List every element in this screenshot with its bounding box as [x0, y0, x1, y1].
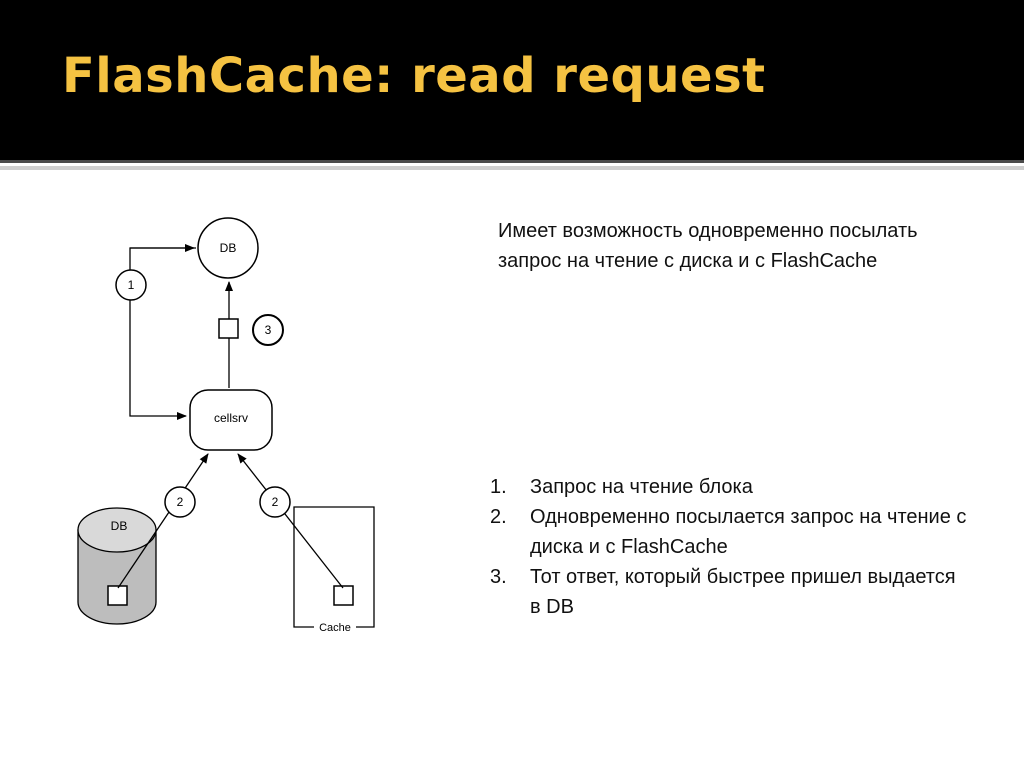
title-divider-dark	[0, 160, 1024, 163]
step-2-badge-right: 2	[259, 486, 291, 518]
db-node: DB	[197, 217, 259, 279]
step-text: Одновременно посылается запрос на чтение…	[530, 506, 967, 558]
step-text: Запрос на чтение блока	[530, 476, 753, 498]
steps-list: 1. Запрос на чтение блока 2. Одновременн…	[490, 472, 970, 622]
step-1-badge: 1	[115, 269, 147, 301]
step-number: 1.	[490, 476, 507, 498]
step-2-badge-left: 2	[164, 486, 196, 518]
step-number: 2.	[490, 506, 507, 528]
step-3-badge-number: 3	[265, 323, 272, 337]
db-node-label: DB	[220, 241, 237, 255]
disk-label: DB	[111, 519, 128, 533]
cache-label: Cache	[319, 622, 351, 634]
step-number: 3.	[490, 566, 507, 588]
block-square-3	[218, 318, 239, 339]
title-bar	[0, 0, 1024, 160]
cache-box: Cache	[293, 506, 375, 634]
read-request-diagram: DB cellsrv 1 3 DB Cache 2 2	[77, 217, 375, 634]
response-path-2-disk	[117, 453, 209, 589]
slide-title: FlashCache: read request	[62, 48, 766, 104]
step-1-badge-number: 1	[128, 278, 135, 292]
response-path-2-cache	[237, 453, 344, 589]
title-divider-light	[0, 166, 1024, 170]
step-2-badge-left-number: 2	[177, 495, 184, 509]
step-item-2: 2. Одновременно посылается запрос на чте…	[490, 502, 970, 562]
cellsrv-label: cellsrv	[214, 411, 248, 425]
cellsrv-node: cellsrv	[189, 389, 273, 451]
step-item-3: 3. Тот ответ, который быстрее пришел выд…	[490, 562, 970, 622]
step-3-badge: 3	[252, 314, 284, 346]
disk-block-square	[107, 585, 128, 606]
intro-text: Имеет возможность одновременно посылать …	[498, 220, 918, 272]
step-text: Тот ответ, который быстрее пришел выдает…	[530, 566, 956, 618]
step-2-badge-right-number: 2	[272, 495, 279, 509]
disk-cylinder: DB	[77, 507, 157, 625]
step-item-1: 1. Запрос на чтение блока	[490, 472, 970, 502]
cache-block-square	[333, 585, 354, 606]
